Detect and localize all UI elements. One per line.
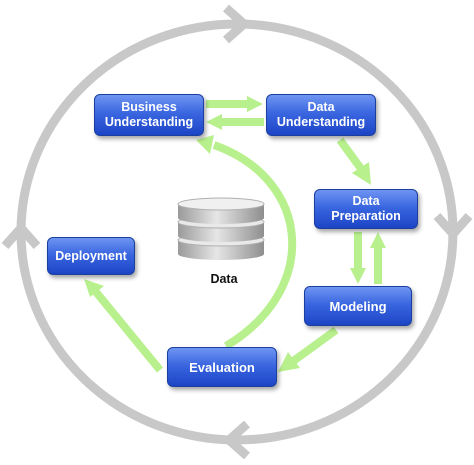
node-data-preparation: Data Preparation xyxy=(314,189,418,229)
arrow-data-understanding-to-data-preparation xyxy=(336,137,371,185)
arrow-data-understanding-to-business xyxy=(206,114,264,130)
arrow-business-to-data-understanding xyxy=(206,96,263,112)
arrow-modeling-to-data-preparation xyxy=(370,232,386,284)
cycle-chevron-right-icon xyxy=(433,213,473,241)
data-label: Data xyxy=(210,272,238,286)
cycle-chevron-top-icon xyxy=(223,4,251,44)
node-data-understanding: Data Understanding xyxy=(266,94,376,136)
node-modeling: Modeling xyxy=(304,286,412,326)
arrow-evaluation-to-business xyxy=(196,135,296,350)
arrow-modeling-to-evaluation xyxy=(278,326,339,372)
arrow-data-preparation-to-modeling xyxy=(350,232,366,284)
node-deployment: Deployment xyxy=(47,237,135,275)
node-evaluation: Evaluation xyxy=(167,347,277,387)
arrow-evaluation-to-deployment xyxy=(84,279,164,373)
cycle-chevron-left-icon xyxy=(1,221,41,249)
database-icon xyxy=(177,197,265,260)
cycle-chevron-bottom-icon xyxy=(222,420,250,460)
node-business-understanding: Business Understanding xyxy=(94,94,204,136)
